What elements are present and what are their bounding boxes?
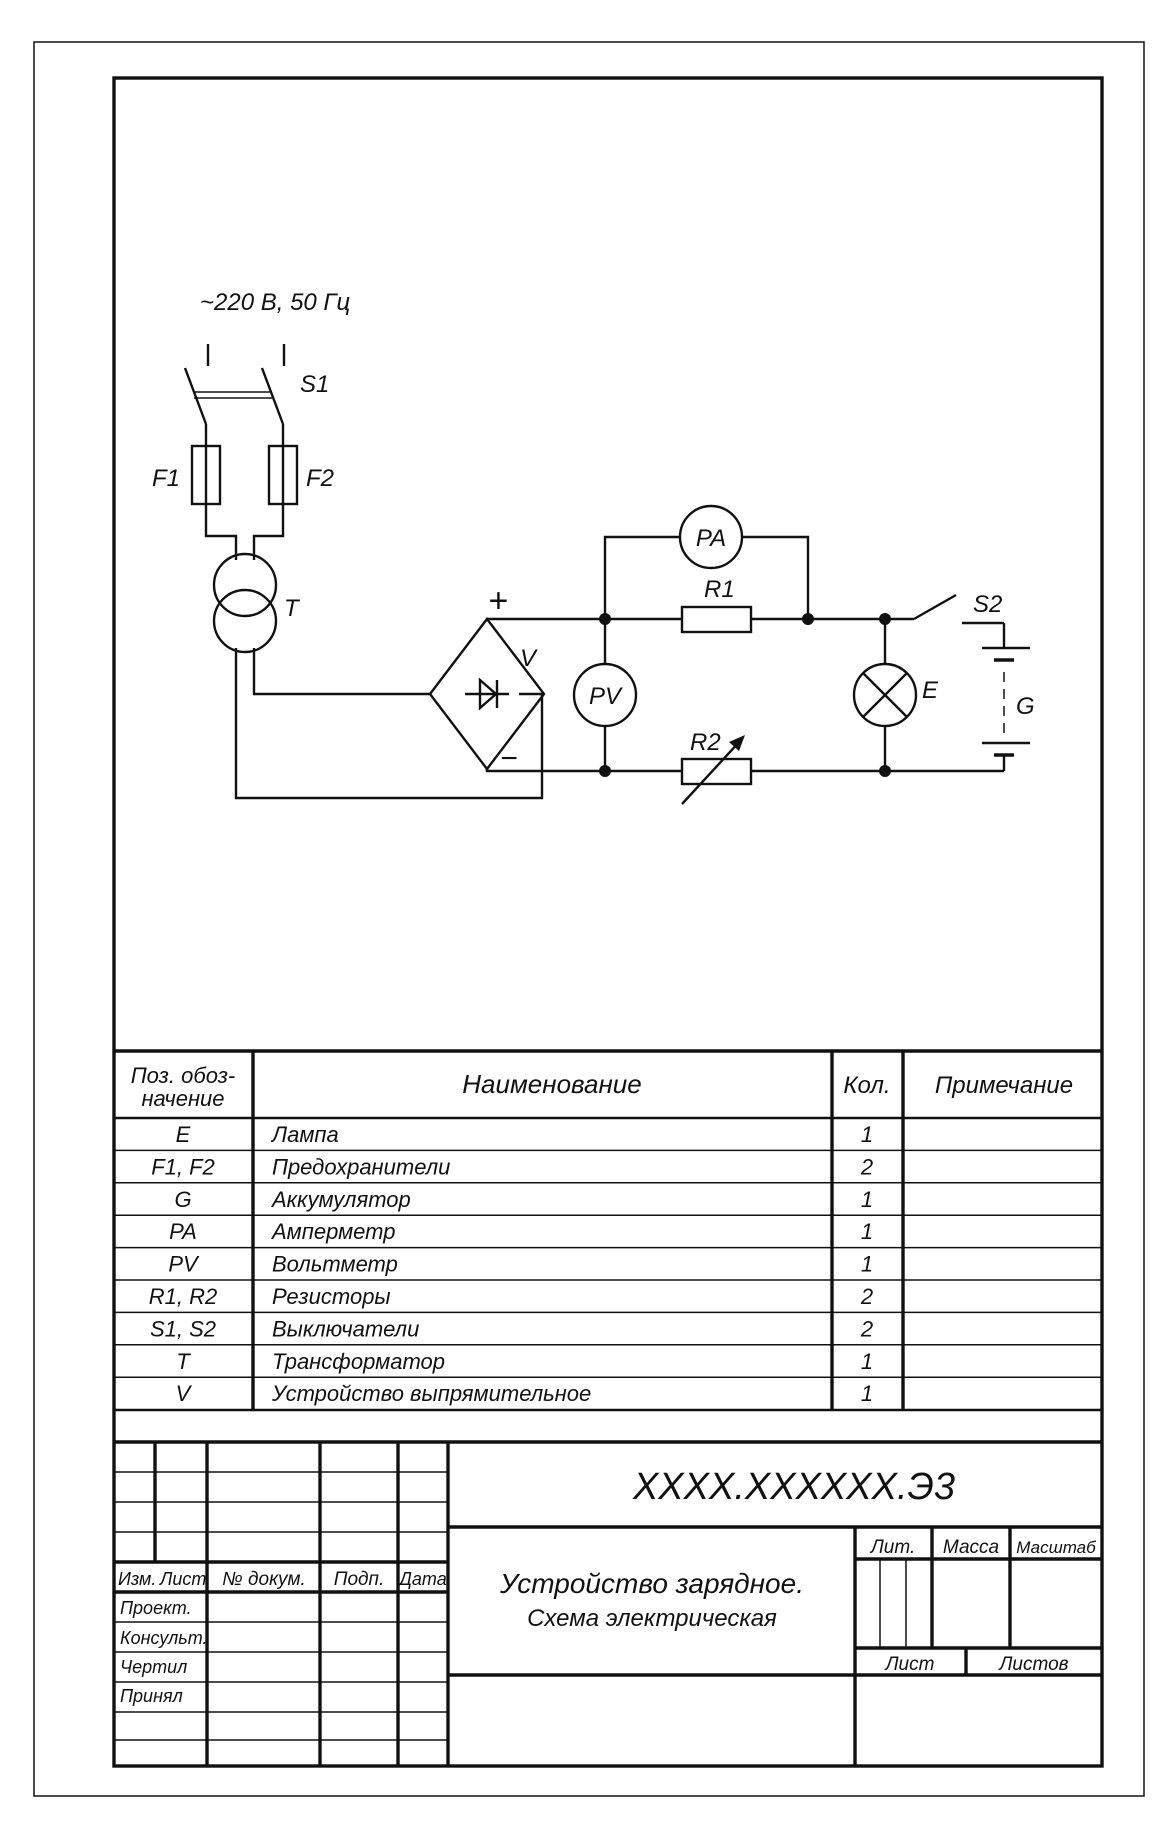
label-f2: F2 [306, 465, 334, 492]
header-name: Наименование [462, 1069, 641, 1099]
label-f1: F1 [152, 465, 180, 492]
header-note: Примечание [935, 1072, 1073, 1099]
cell-name: Вольтметр [272, 1252, 398, 1277]
fuse-f1: F1 [152, 444, 222, 506]
cell-designation: PV [168, 1252, 200, 1277]
switch-s2: S2 [913, 591, 1004, 625]
label-v: V [520, 645, 538, 672]
label-e: E [922, 677, 939, 704]
cell-name: Выключатели [272, 1316, 419, 1341]
role-approved: Принял [120, 1686, 183, 1706]
role-consultant: Консульт. [120, 1628, 208, 1648]
header-lit: Лит. [869, 1537, 916, 1558]
circuit-schematic: ~220 В, 50 Гц S1 F1 F2 [152, 289, 1035, 805]
cell-name: Резисторы [272, 1284, 391, 1309]
label-r1: R1 [704, 576, 735, 603]
cell-qty: 1 [861, 1219, 873, 1244]
label-r2: R2 [690, 729, 721, 756]
document-title-line2: Схема электрическая [527, 1605, 777, 1632]
plus-terminal: + [488, 582, 508, 620]
cell-name: Лампа [270, 1122, 339, 1147]
header-designation-line2: начение [141, 1086, 224, 1111]
cell-qty: 1 [861, 1252, 873, 1277]
col-signature: Подп. [334, 1569, 385, 1590]
minus-terminal: − [500, 742, 518, 775]
cell-qty: 2 [860, 1316, 873, 1341]
cell-designation: PA [169, 1219, 197, 1244]
table-row: PA Амперметр 1 [169, 1219, 873, 1244]
variable-resistor-r2: R2 [680, 729, 753, 805]
cell-qty: 2 [860, 1284, 873, 1309]
label-sheet: Лист [884, 1654, 935, 1675]
document-title-line1: Устройство зарядное. [499, 1568, 804, 1599]
cell-qty: 1 [861, 1381, 873, 1406]
label-sheets: Листов [997, 1654, 1068, 1675]
supply-label: ~220 В, 50 Гц [200, 289, 350, 316]
cell-designation: T [176, 1349, 191, 1374]
label-g: G [1016, 693, 1035, 720]
label-s2: S2 [973, 591, 1002, 618]
role-designed: Проект. [120, 1598, 192, 1618]
col-doc-number: № докум. [222, 1569, 306, 1590]
cell-name: Трансформатор [272, 1349, 445, 1374]
parts-list-table: Поз. обоз- начение Наименование Кол. При… [114, 1049, 1102, 1412]
table-row: R1, R2 Резисторы 2 [149, 1284, 873, 1309]
col-date: Дата [397, 1569, 447, 1589]
cell-designation: S1, S2 [150, 1316, 216, 1341]
col-list: Лист [159, 1569, 206, 1589]
label-t: T [284, 595, 301, 622]
table-row: S1, S2 Выключатели 2 [150, 1316, 873, 1341]
cell-designation: E [176, 1122, 191, 1147]
header-designation-line1: Поз. обоз- [131, 1063, 236, 1088]
title-block: Изм. Лист № докум. Подп. Дата Проект. Ко… [114, 1440, 1102, 1766]
table-row: E Лампа 1 [176, 1122, 873, 1147]
cell-designation: G [174, 1187, 191, 1212]
table-row: PV Вольтметр 1 [168, 1252, 873, 1277]
switch-s1: S1 [183, 344, 329, 446]
table-row: G Аккумулятор 1 [174, 1187, 873, 1212]
cell-name: Предохранители [272, 1154, 450, 1179]
cell-qty: 1 [861, 1122, 873, 1147]
transformer-t: T [212, 552, 301, 654]
label-pa: PA [696, 525, 726, 552]
header-qty: Кол. [843, 1072, 890, 1099]
resistor-r1: R1 [680, 576, 753, 634]
header-scale: Масштаб [1016, 1538, 1097, 1557]
cell-designation: V [176, 1381, 193, 1406]
table-row: T Трансформатор 1 [176, 1349, 873, 1374]
table-row: V Устройство выпрямительное 1 [176, 1381, 873, 1406]
cell-designation: R1, R2 [149, 1284, 217, 1309]
fuse-f2: F2 [267, 444, 334, 506]
cell-qty: 1 [861, 1187, 873, 1212]
cell-qty: 1 [861, 1349, 873, 1374]
ammeter-pa: PA [678, 504, 744, 570]
table-row: F1, F2 Предохранители 2 [151, 1154, 873, 1179]
battery-g: G [982, 623, 1035, 771]
role-drawn: Чертил [120, 1657, 187, 1677]
cell-name: Аккумулятор [270, 1187, 411, 1212]
label-s1: S1 [300, 371, 329, 398]
cell-name: Устройство выпрямительное [271, 1381, 591, 1406]
col-izm: Изм. [118, 1569, 156, 1589]
header-mass: Масса [943, 1537, 999, 1558]
outer-frame [33, 41, 1145, 1797]
cell-qty: 2 [860, 1154, 873, 1179]
voltmeter-pv: PV [572, 662, 638, 728]
drawing-frame [112, 76, 1104, 1768]
lamp-e: E [852, 662, 939, 728]
document-code: XXXX.XXXXXX.Э3 [632, 1466, 955, 1508]
cell-name: Амперметр [270, 1219, 395, 1244]
cell-designation: F1, F2 [151, 1154, 215, 1179]
label-pv: PV [589, 683, 623, 710]
